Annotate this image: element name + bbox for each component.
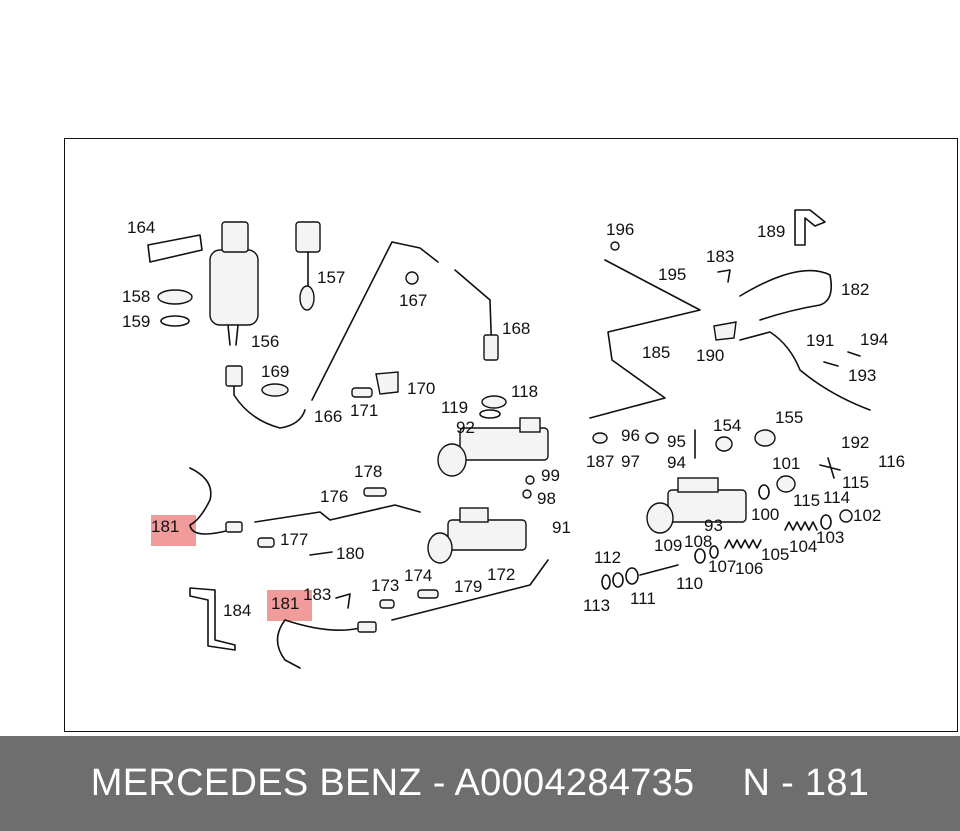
label-97: 97	[621, 452, 640, 471]
label-116: 116	[878, 452, 905, 471]
label-173: 173	[371, 576, 399, 595]
label-180: 180	[336, 544, 364, 563]
label-174: 174	[404, 566, 432, 585]
label-108: 108	[684, 532, 712, 551]
label-154: 154	[713, 416, 741, 435]
label-193: 193	[848, 366, 876, 385]
label-164: 164	[127, 218, 155, 237]
label-176: 176	[320, 487, 348, 506]
label-170: 170	[407, 379, 435, 398]
label-184: 184	[223, 601, 251, 620]
label-115-a: 115	[842, 473, 869, 492]
label-168: 168	[502, 319, 530, 338]
label-179: 179	[454, 577, 482, 596]
label-189: 189	[757, 222, 785, 241]
label-107: 107	[708, 557, 736, 576]
label-118: 118	[511, 382, 538, 401]
label-196: 196	[606, 220, 634, 239]
label-113: 113	[583, 596, 610, 615]
label-119: 119	[441, 398, 468, 417]
label-158: 158	[122, 287, 150, 306]
label-187: 187	[586, 452, 614, 471]
callout-labels: 164 158 159 156 157 167 168 169 166 171 …	[122, 218, 905, 620]
label-112: 112	[594, 548, 621, 567]
label-171: 171	[350, 401, 378, 420]
label-172: 172	[487, 565, 515, 584]
label-105: 105	[761, 545, 789, 564]
label-194: 194	[860, 330, 888, 349]
label-114: 114	[823, 488, 850, 507]
parts-diagram: 164 158 159 156 157 167 168 169 166 171 …	[122, 209, 905, 669]
label-115-b: 115	[793, 491, 820, 510]
drawings	[147, 209, 871, 669]
label-192: 192	[841, 433, 869, 452]
label-95: 95	[667, 432, 686, 451]
label-156: 156	[251, 332, 279, 351]
label-195: 195	[658, 265, 686, 284]
reference-number-text: N - 181	[742, 762, 870, 804]
label-110: 110	[676, 574, 703, 593]
label-109: 109	[654, 536, 682, 555]
label-155: 155	[775, 408, 803, 427]
label-91: 91	[552, 518, 571, 537]
label-99: 99	[541, 466, 560, 485]
label-183-left: 183	[303, 585, 331, 604]
label-185: 185	[642, 343, 670, 362]
label-169: 169	[261, 362, 289, 381]
label-100: 100	[751, 505, 779, 524]
label-111: 111	[630, 589, 656, 608]
label-96: 96	[621, 426, 640, 445]
part-number-text: MERCEDES BENZ - A0004284735	[90, 762, 695, 804]
label-94: 94	[667, 453, 686, 472]
label-157: 157	[317, 268, 345, 287]
highlight-181-lower	[267, 590, 312, 621]
label-181-upper: 181	[151, 517, 179, 536]
label-177: 177	[280, 530, 308, 549]
label-93: 93	[704, 516, 723, 535]
label-92: 92	[456, 418, 475, 437]
label-178: 178	[354, 462, 382, 481]
label-106: 106	[735, 559, 763, 578]
label-98: 98	[537, 489, 556, 508]
label-101: 101	[772, 454, 800, 473]
label-103: 103	[816, 528, 844, 547]
label-183-right: 183	[706, 247, 734, 266]
label-181-lower: 181	[271, 594, 299, 613]
label-104: 104	[789, 537, 817, 556]
label-102: 102	[853, 506, 881, 525]
part-info-footer: MERCEDES BENZ - A0004284735 N - 181	[0, 736, 960, 831]
label-191: 191	[806, 331, 834, 350]
label-167: 167	[399, 291, 427, 310]
label-190: 190	[696, 346, 724, 365]
label-182: 182	[841, 280, 869, 299]
highlight-181-upper	[151, 515, 196, 546]
label-159: 159	[122, 312, 150, 331]
label-166: 166	[314, 407, 342, 426]
